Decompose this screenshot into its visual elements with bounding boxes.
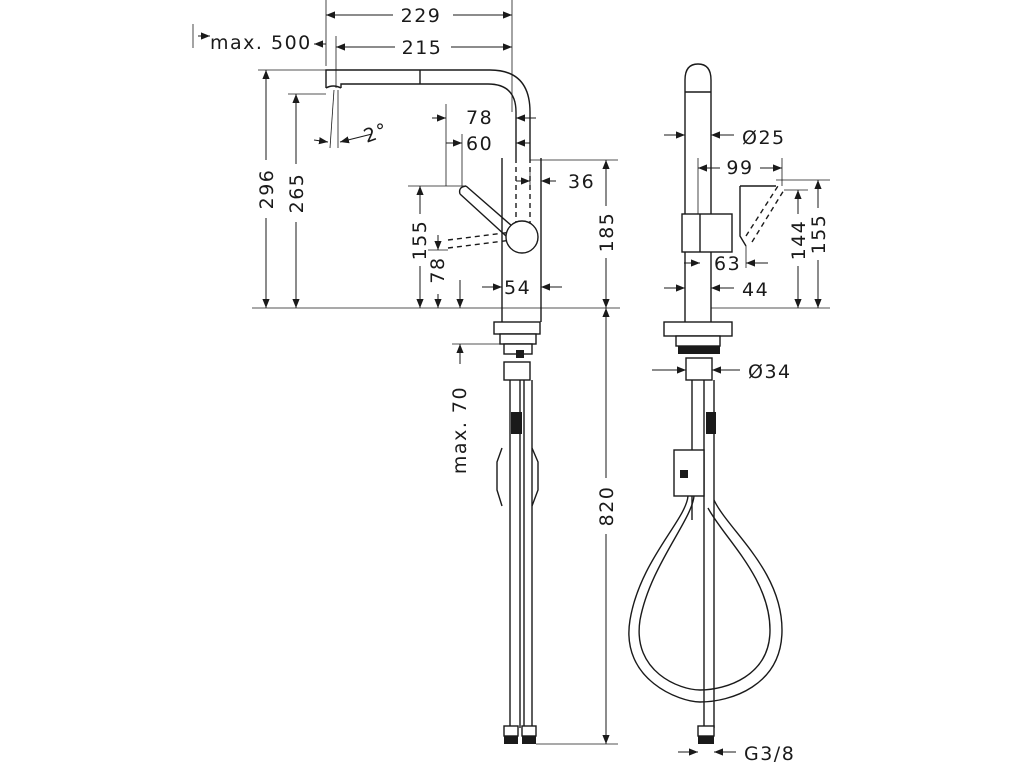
dim-max-70: max. 70 <box>449 386 471 474</box>
dim-296: 296 <box>256 169 278 210</box>
dim-max-500: max. 500 <box>210 32 312 54</box>
front-view <box>325 69 542 744</box>
dim-144: 144 <box>788 220 810 261</box>
hose-loop <box>628 495 783 703</box>
dim-63: 63 <box>714 253 741 275</box>
dim-155-right: 155 <box>808 214 830 255</box>
dim-155-left: 155 <box>409 220 431 261</box>
dim-diameter-34: Ø34 <box>748 361 792 383</box>
dim-820: 820 <box>596 486 618 527</box>
side-column <box>684 63 712 308</box>
side-view <box>628 63 785 744</box>
dim-60: 60 <box>466 133 493 155</box>
dim-diameter-25: Ø25 <box>742 127 786 149</box>
dim-229: 229 <box>401 5 442 27</box>
dim-99: 99 <box>726 157 753 179</box>
dim-36: 36 <box>568 171 595 193</box>
dim-78-top: 78 <box>466 107 493 129</box>
dim-angle-2: 2° <box>361 119 392 148</box>
dim-265: 265 <box>286 173 308 214</box>
dim-78-vertical: 78 <box>427 256 449 283</box>
dim-44: 44 <box>742 279 769 301</box>
lever-hub <box>505 220 539 254</box>
spout <box>325 69 531 158</box>
dim-thread-g38: G3/8 <box>744 743 795 765</box>
dim-215: 215 <box>402 37 443 59</box>
dim-185: 185 <box>596 212 618 253</box>
dim-54: 54 <box>504 277 531 299</box>
